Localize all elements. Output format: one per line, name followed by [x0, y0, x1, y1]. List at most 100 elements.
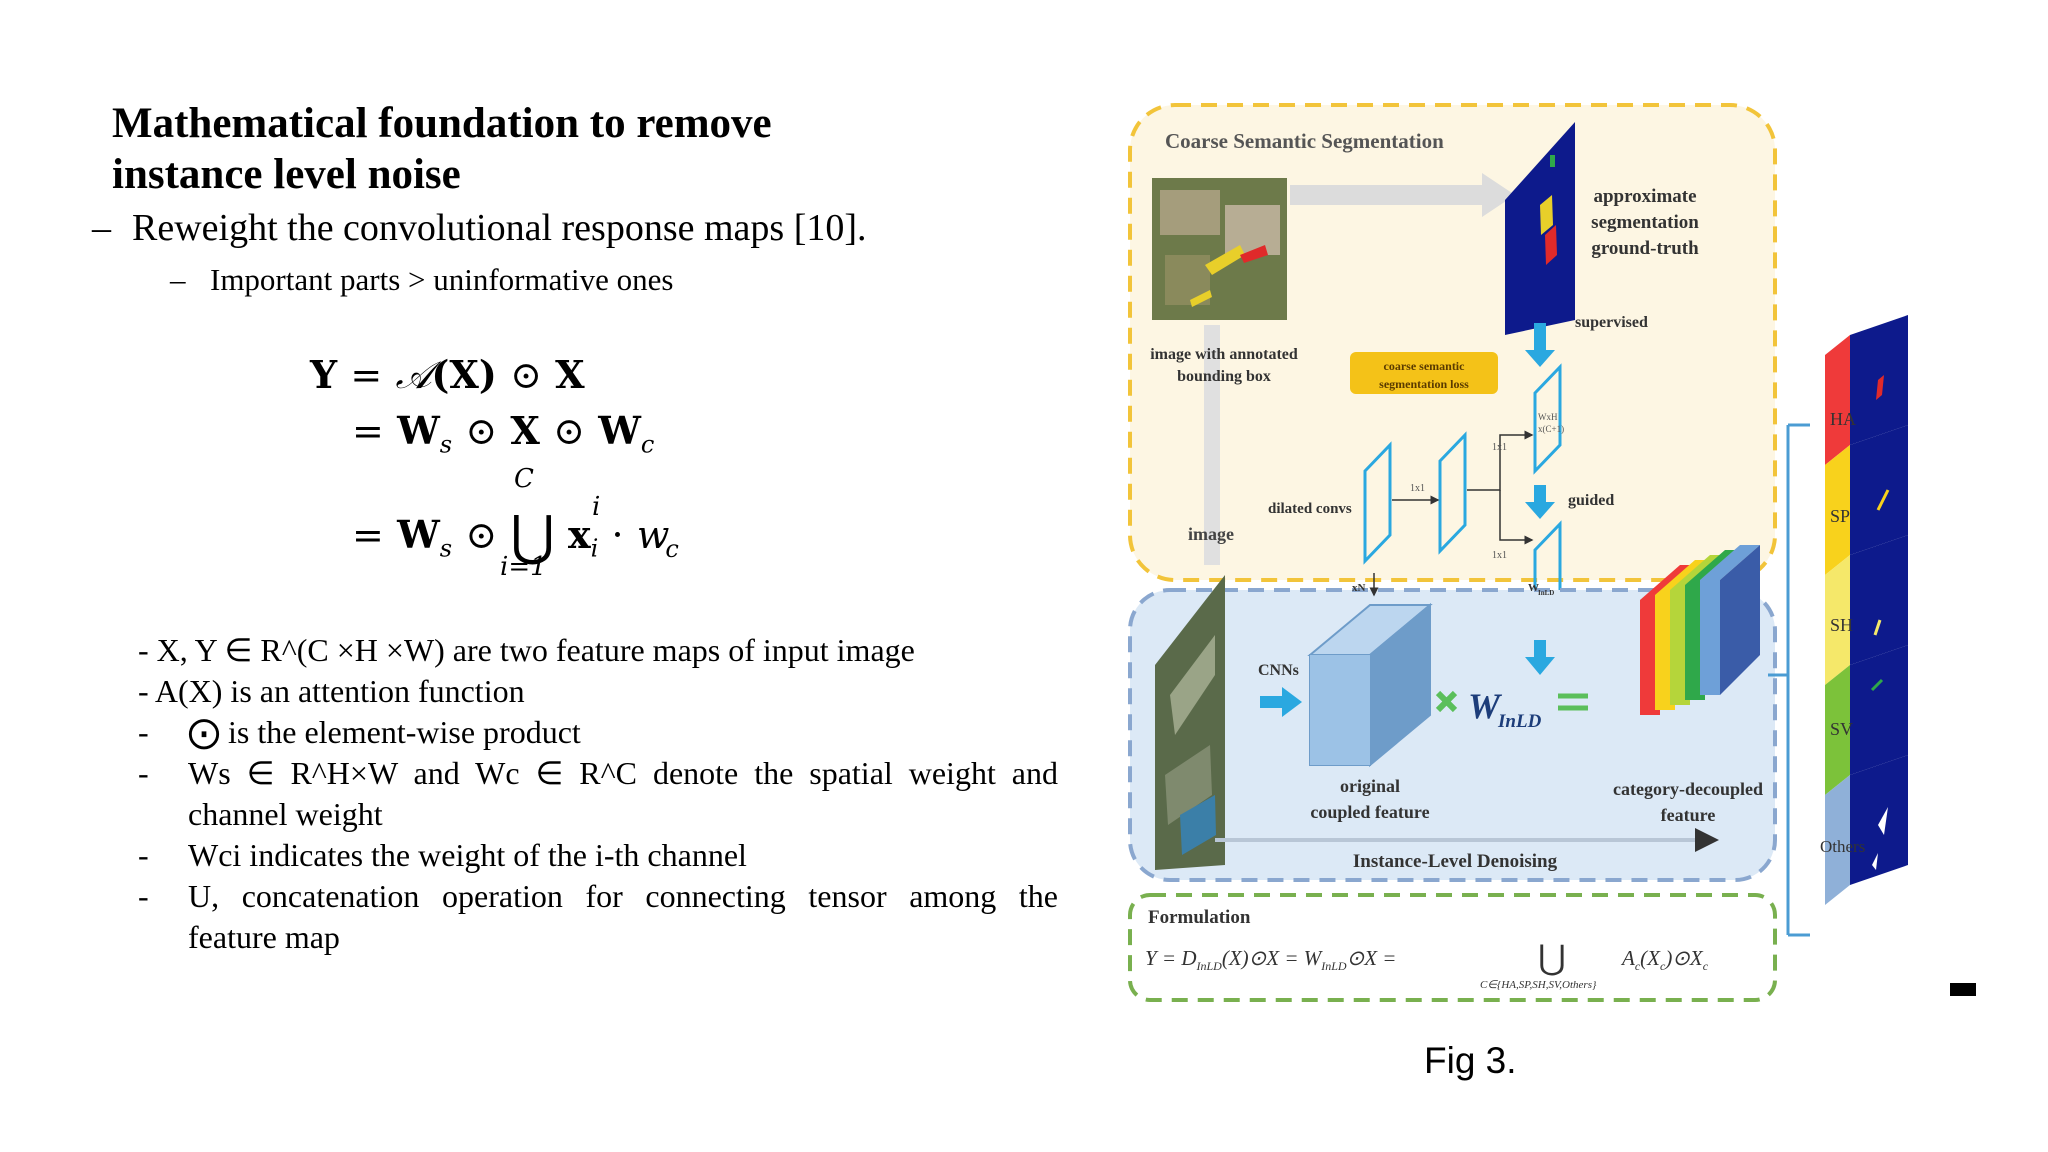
cnns-label: CNNs	[1258, 662, 1299, 679]
eq-w: W	[397, 408, 440, 453]
eq-w-c: w	[636, 513, 670, 557]
svg-text:InLD: InLD	[1497, 711, 1542, 732]
dilated-label: dilated convs	[1268, 501, 1352, 517]
decoupled-feature-stack	[1640, 545, 1760, 715]
decoupled-label-1: category-decoupled	[1613, 779, 1763, 799]
eq-x: X	[510, 408, 540, 453]
eq-sub: s	[439, 534, 453, 563]
category-map-sh: SH	[1825, 535, 1908, 685]
svg-text:⋃: ⋃	[1538, 940, 1566, 977]
description-item-text: Ws ∈ R^H×W and Wc ∈ R^C denote the spati…	[188, 755, 1058, 791]
category-map-sp: SP	[1825, 425, 1908, 575]
eq-odot: ⊙	[465, 409, 498, 453]
svg-text:HA: HA	[1830, 409, 1856, 429]
formulation-panel	[1128, 893, 1777, 1002]
equals-icon	[1558, 693, 1588, 711]
description-item-text: ⨀ is the element-wise product	[188, 714, 581, 750]
w-inld-symbol: W	[1468, 686, 1503, 726]
eq-odot: ⊙	[510, 353, 542, 397]
category-map-sv: SV	[1825, 645, 1908, 795]
description-item: - X, Y ∈ R^(C ×H ×W) are two feature map…	[138, 632, 915, 668]
eq-odot: ⊙	[465, 513, 498, 557]
description-item-text: channel weight	[188, 796, 383, 832]
description-item-text: feature map	[188, 919, 340, 955]
denoising-label: Instance-Level Denoising	[1353, 851, 1558, 872]
eq-union: ⋃	[510, 504, 555, 567]
svg-text:segmentation loss: segmentation loss	[1379, 377, 1469, 391]
bullet-sub-dash: –	[170, 262, 186, 297]
eq-x: X	[555, 352, 585, 397]
eq-w: W	[397, 512, 440, 557]
eq-x-i: x	[567, 512, 591, 557]
svg-text:x(C+1): x(C+1)	[1538, 424, 1564, 434]
image-label: image	[1188, 524, 1234, 544]
category-map-others: Others	[1820, 755, 1908, 905]
original-label-2: coupled feature	[1310, 802, 1429, 822]
formulation-title: Formulation	[1148, 907, 1251, 928]
eq-x-arg: (X)	[431, 352, 497, 397]
svg-text:SP: SP	[1830, 506, 1850, 526]
union-top-limit: C	[514, 464, 534, 494]
bullet-main-text: Reweight the convolutional response maps…	[132, 207, 867, 249]
svg-text:Ac(Xc)⊙Xc: Ac(Xc)⊙Xc	[1620, 946, 1709, 973]
image-annotated-label-1: image with annotated	[1150, 346, 1298, 363]
eq-y: Y	[310, 352, 338, 397]
black-marker	[1950, 983, 1976, 996]
dilated-conv-1	[1363, 441, 1392, 565]
conv-wxh	[1533, 363, 1562, 475]
eq-equals: =	[350, 353, 383, 397]
image-annotated-label-2: bounding box	[1177, 368, 1271, 385]
panel-top-title: Coarse Semantic Segmentation	[1165, 129, 1444, 153]
eq-sub: i	[590, 534, 599, 563]
instance-denoising-panel	[1128, 588, 1777, 882]
description-item-text: Wci indicates the weight of the i-th cha…	[188, 837, 747, 873]
eq-attention: 𝒜	[395, 353, 432, 397]
annotated-image	[1152, 178, 1287, 320]
eq-sub: s	[439, 430, 453, 459]
eq-sub: c	[640, 430, 655, 459]
description-item: - A(X) is an attention function	[138, 673, 525, 709]
svg-text:SH: SH	[1830, 615, 1853, 635]
svg-text:1x1: 1x1	[1492, 550, 1507, 561]
bullet-sub-text: Important parts > uninformative ones	[210, 262, 674, 297]
dilated-conv-2	[1438, 431, 1467, 555]
figure-caption: Fig 3.	[1424, 1040, 1517, 1081]
description-item: -	[138, 878, 149, 914]
description-item: -	[138, 837, 149, 873]
original-label-1: original	[1340, 776, 1400, 796]
description-item: -	[138, 714, 149, 750]
slide-title: Mathematical foundation to remove instan…	[112, 100, 772, 198]
supervised-label: supervised	[1575, 314, 1648, 331]
svg-text:1x1: 1x1	[1410, 483, 1425, 494]
eq-equals: =	[352, 409, 384, 453]
approx-gt-label-2: segmentation	[1591, 212, 1699, 233]
description-item: -	[138, 755, 149, 791]
loss-box	[1350, 352, 1498, 394]
svg-text:xN: xN	[1352, 582, 1366, 594]
description-list: - X, Y ∈ R^(C ×H ×W) are two feature map…	[138, 630, 1058, 970]
bullet-dash: –	[92, 207, 111, 249]
guided-label: guided	[1568, 492, 1614, 509]
approx-gt-label-3: ground-truth	[1591, 238, 1699, 259]
formulation-formula: Y = DInLD(X)⊙X = WInLD⊙X = ⋃ C∈{HA,SP,SH…	[1145, 940, 1709, 991]
equation-line-1: Y = 𝒜(X) ⊙ X	[310, 352, 585, 398]
svg-text:InLD: InLD	[1538, 589, 1554, 597]
eq-odot: ⊙	[553, 409, 585, 453]
segmentation-map	[1505, 122, 1575, 335]
svg-text:C∈{HA,SP,SH,SV,Others}: C∈{HA,SP,SH,SV,Others}	[1480, 979, 1597, 991]
svg-text:Others: Others	[1820, 837, 1865, 856]
equation-line-2: = Ws ⊙ X ⊙ Wc	[352, 408, 654, 459]
union-bottom-limit: i=1	[500, 552, 547, 582]
coarse-segmentation-panel	[1128, 103, 1777, 582]
multiply-icon	[1435, 690, 1458, 713]
category-maps: HA SP SH SV Others	[1820, 315, 1908, 905]
figure-diagram: Coarse Semantic Segmentation approximate…	[1128, 103, 1908, 1002]
decoupled-label-2: feature	[1661, 805, 1716, 825]
svg-text:W: W	[1528, 582, 1539, 594]
approx-gt-label-1: approximate	[1593, 186, 1696, 207]
category-map-ha: HA	[1825, 315, 1908, 465]
coupled-feature-cube	[1307, 602, 1433, 768]
description-item-text: U, concatenation operation for connectin…	[188, 878, 1058, 914]
eq-dot: ·	[611, 513, 624, 557]
bullet-main: –Reweight the convolutional response map…	[92, 206, 867, 250]
